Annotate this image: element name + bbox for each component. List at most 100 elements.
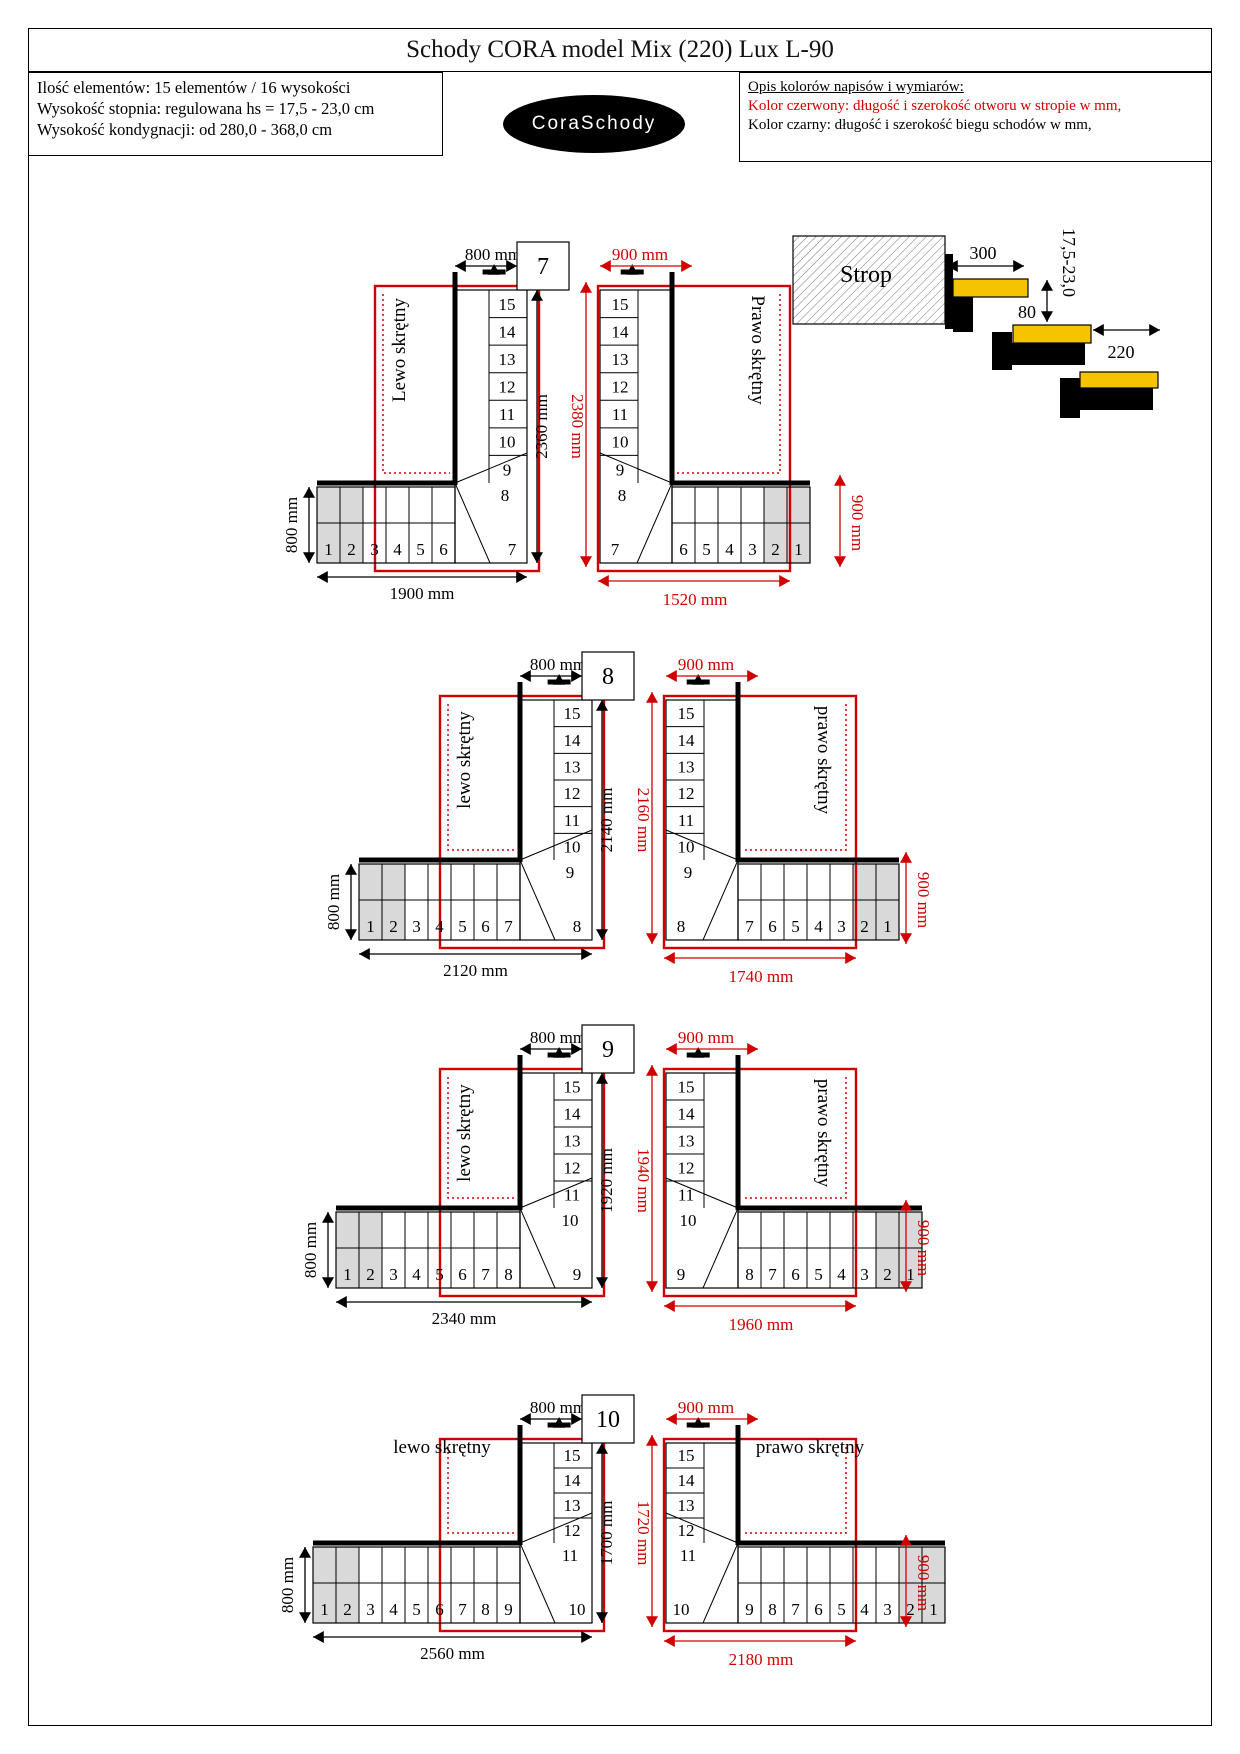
- v9-right-red-opening: [662, 1067, 858, 1298]
- v10-right-bottom-dim-arrow-a: [664, 1635, 675, 1647]
- v7-right-winder-a: [599, 452, 673, 484]
- v7-left-bottom-label: 1900 mm: [390, 584, 455, 603]
- v8-left-depth-label: 800 mm: [324, 874, 343, 930]
- v8-left-flight-outline: [519, 699, 593, 941]
- v8-left-step-14: 14: [564, 731, 582, 750]
- v10-left-red-dotted: [447, 1447, 515, 1534]
- v7-right-step-13: 13: [612, 350, 629, 369]
- v7-right-step-3: 3: [748, 540, 757, 559]
- v10-left-bottom-dim-arrow-b: [581, 1631, 592, 1643]
- v9-right-width-label: 900 mm: [678, 1028, 734, 1047]
- v9-right-step-7: 7: [768, 1265, 777, 1284]
- dim-80-arrow-b: [1041, 311, 1053, 322]
- v7-left-step-2: 2: [347, 540, 356, 559]
- v9-number: 9: [602, 1037, 614, 1063]
- tread-2: [1012, 324, 1092, 344]
- v10-right-width-label: 900 mm: [678, 1398, 734, 1417]
- v7-right-depth-label: 900 mm: [848, 495, 867, 551]
- v8-left-step-8: 8: [573, 917, 582, 936]
- v7-left-step-9: 9: [503, 460, 512, 479]
- legend-heading: Opis kolorów napisów i wymiarów:: [748, 79, 964, 95]
- v7-left-length-dim-arrow-b: [531, 552, 543, 563]
- v8-left-winder-a: [519, 829, 593, 861]
- v10-left-bottom-label: 2560 mm: [420, 1644, 485, 1663]
- v7-left-length-dim-arrow-a: [531, 290, 543, 301]
- v9-right-red-dotted: [743, 1077, 847, 1199]
- v9-right-length-dim-arrow-a: [646, 1065, 658, 1076]
- v8-left-bottom-label: 2120 mm: [443, 961, 508, 980]
- v9-right-step-11: 11: [678, 1185, 694, 1204]
- v8-right-step-4: 4: [814, 917, 823, 936]
- v7-left-step-1: 1: [324, 540, 333, 559]
- v9-left-length-label: 1920 mm: [597, 1148, 616, 1213]
- v8-left-step-10: 10: [564, 838, 581, 857]
- v9-right-step-6: 6: [791, 1265, 800, 1284]
- tread-1: [952, 278, 1029, 298]
- v9-left-length-dim-arrow-b: [596, 1277, 608, 1288]
- v7-right-turn-label: Prawo skrętny: [747, 295, 768, 405]
- v8-left-step-13: 13: [564, 758, 581, 777]
- v10-left-width-dim-arrow-a: [520, 1413, 531, 1425]
- dim-220-arrow-a: [1093, 324, 1104, 336]
- v10-left-step-12: 12: [564, 1521, 581, 1540]
- v8-number-box: [581, 651, 635, 701]
- page-frame: [28, 28, 1212, 1726]
- v9-left-winder-b: [519, 1207, 556, 1289]
- v10-number-box: [581, 1394, 635, 1444]
- v7-left-step-13: 13: [499, 350, 516, 369]
- dim-220-label: 220: [1108, 342, 1135, 362]
- v7-right-bottom-label: 1520 mm: [663, 590, 728, 609]
- info-box: Ilość elementów: 15 elementów / 16 wysok…: [28, 72, 443, 156]
- v10-left-step-8: 8: [481, 1600, 490, 1619]
- legend-red: Kolor czerwony: długość i szerokość otwo…: [748, 98, 1122, 114]
- v7-right-width-dim-arrow-b: [681, 260, 692, 272]
- v10-right-top-marker: [692, 1417, 705, 1428]
- v7-left-width-dim-arrow-a: [455, 260, 466, 272]
- dim-80-label: 80: [1018, 302, 1036, 322]
- v8-left-step-15: 15: [564, 704, 581, 723]
- v7-left-step-14: 14: [499, 322, 517, 341]
- v10-left-turn-label: lewo skrętny: [393, 1437, 491, 1458]
- v7-number-box: [516, 241, 570, 291]
- v10-right-length-dim-arrow-a: [646, 1435, 658, 1446]
- v10-left-step-6: 6: [435, 1600, 444, 1619]
- v8-right-width-dim-arrow-b: [747, 670, 758, 682]
- v9-left-bottom-dim-arrow-a: [336, 1296, 347, 1308]
- v7-right-step-15: 15: [612, 295, 629, 314]
- v9-left-step-4: 4: [412, 1265, 421, 1284]
- v10-left-step-5: 5: [412, 1600, 421, 1619]
- v9-right-length-label: 1940 mm: [634, 1148, 653, 1213]
- v9-left-winder-a: [519, 1177, 593, 1209]
- v7-left-step-7: 7: [508, 540, 517, 559]
- v7-left-step-15: 15: [499, 295, 516, 314]
- v7-right-step-14: 14: [612, 322, 630, 341]
- v8-right-depth-label: 900 mm: [914, 872, 933, 928]
- v8-left-bottom-outline: [358, 863, 521, 941]
- v8-right-step-11: 11: [678, 811, 694, 830]
- v9-right-length-dim-arrow-b: [646, 1281, 658, 1292]
- v7-right-step-4: 4: [725, 540, 734, 559]
- v9-right-step-2: 2: [883, 1265, 892, 1284]
- v7-right-bottom-dim-arrow-a: [598, 575, 609, 587]
- v7-left-step-8: 8: [501, 486, 510, 505]
- v10-right-turn-label: prawo skrętny: [756, 1437, 865, 1458]
- v9-right-step-9-w: 9: [677, 1265, 686, 1284]
- v9-left-step-15: 15: [564, 1077, 581, 1096]
- v10-right-step-8: 8: [768, 1600, 777, 1619]
- v10-right-bottom-label: 2180 mm: [729, 1650, 794, 1669]
- v10-left-flight-outline: [519, 1442, 593, 1624]
- v10-left-bottom-outline: [312, 1546, 521, 1624]
- dim-300-arrow-a: [947, 260, 958, 272]
- v7-left-winder-b: [454, 482, 491, 564]
- v9-left-width-label: 800 mm: [530, 1028, 586, 1047]
- v7-left-step-12: 12: [499, 378, 516, 397]
- v9-left-step-3: 3: [389, 1265, 398, 1284]
- v9-left-depth-dim-arrow-b: [322, 1277, 334, 1288]
- v8-left-width-dim-arrow-b: [571, 670, 582, 682]
- v10-right-step-9: 9: [745, 1600, 754, 1619]
- v7-right-red-opening: [596, 284, 792, 573]
- v8-right-flight-outline: [665, 699, 739, 941]
- v9-left-top-marker: [553, 1047, 566, 1058]
- v7-left-depth-dim-arrow-b: [303, 552, 315, 563]
